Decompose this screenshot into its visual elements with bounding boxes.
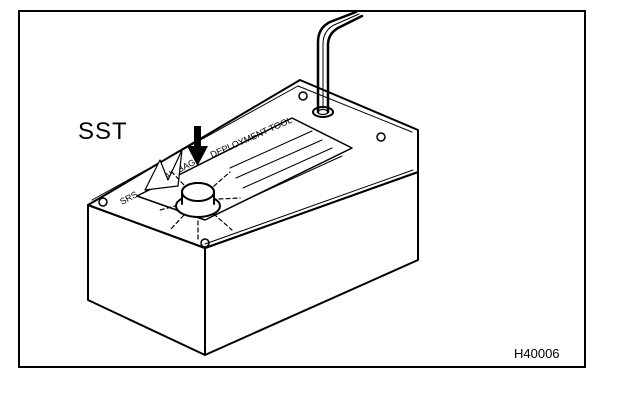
push-button xyxy=(159,169,241,241)
indicator-flash-icon xyxy=(144,149,183,191)
tool-cable xyxy=(312,10,364,118)
screw-icon xyxy=(98,91,386,248)
figure-id: H40006 xyxy=(514,346,560,361)
tool-box-top xyxy=(87,79,419,249)
press-arrow-icon xyxy=(187,126,208,166)
sst-callout-label: SST xyxy=(78,118,128,145)
